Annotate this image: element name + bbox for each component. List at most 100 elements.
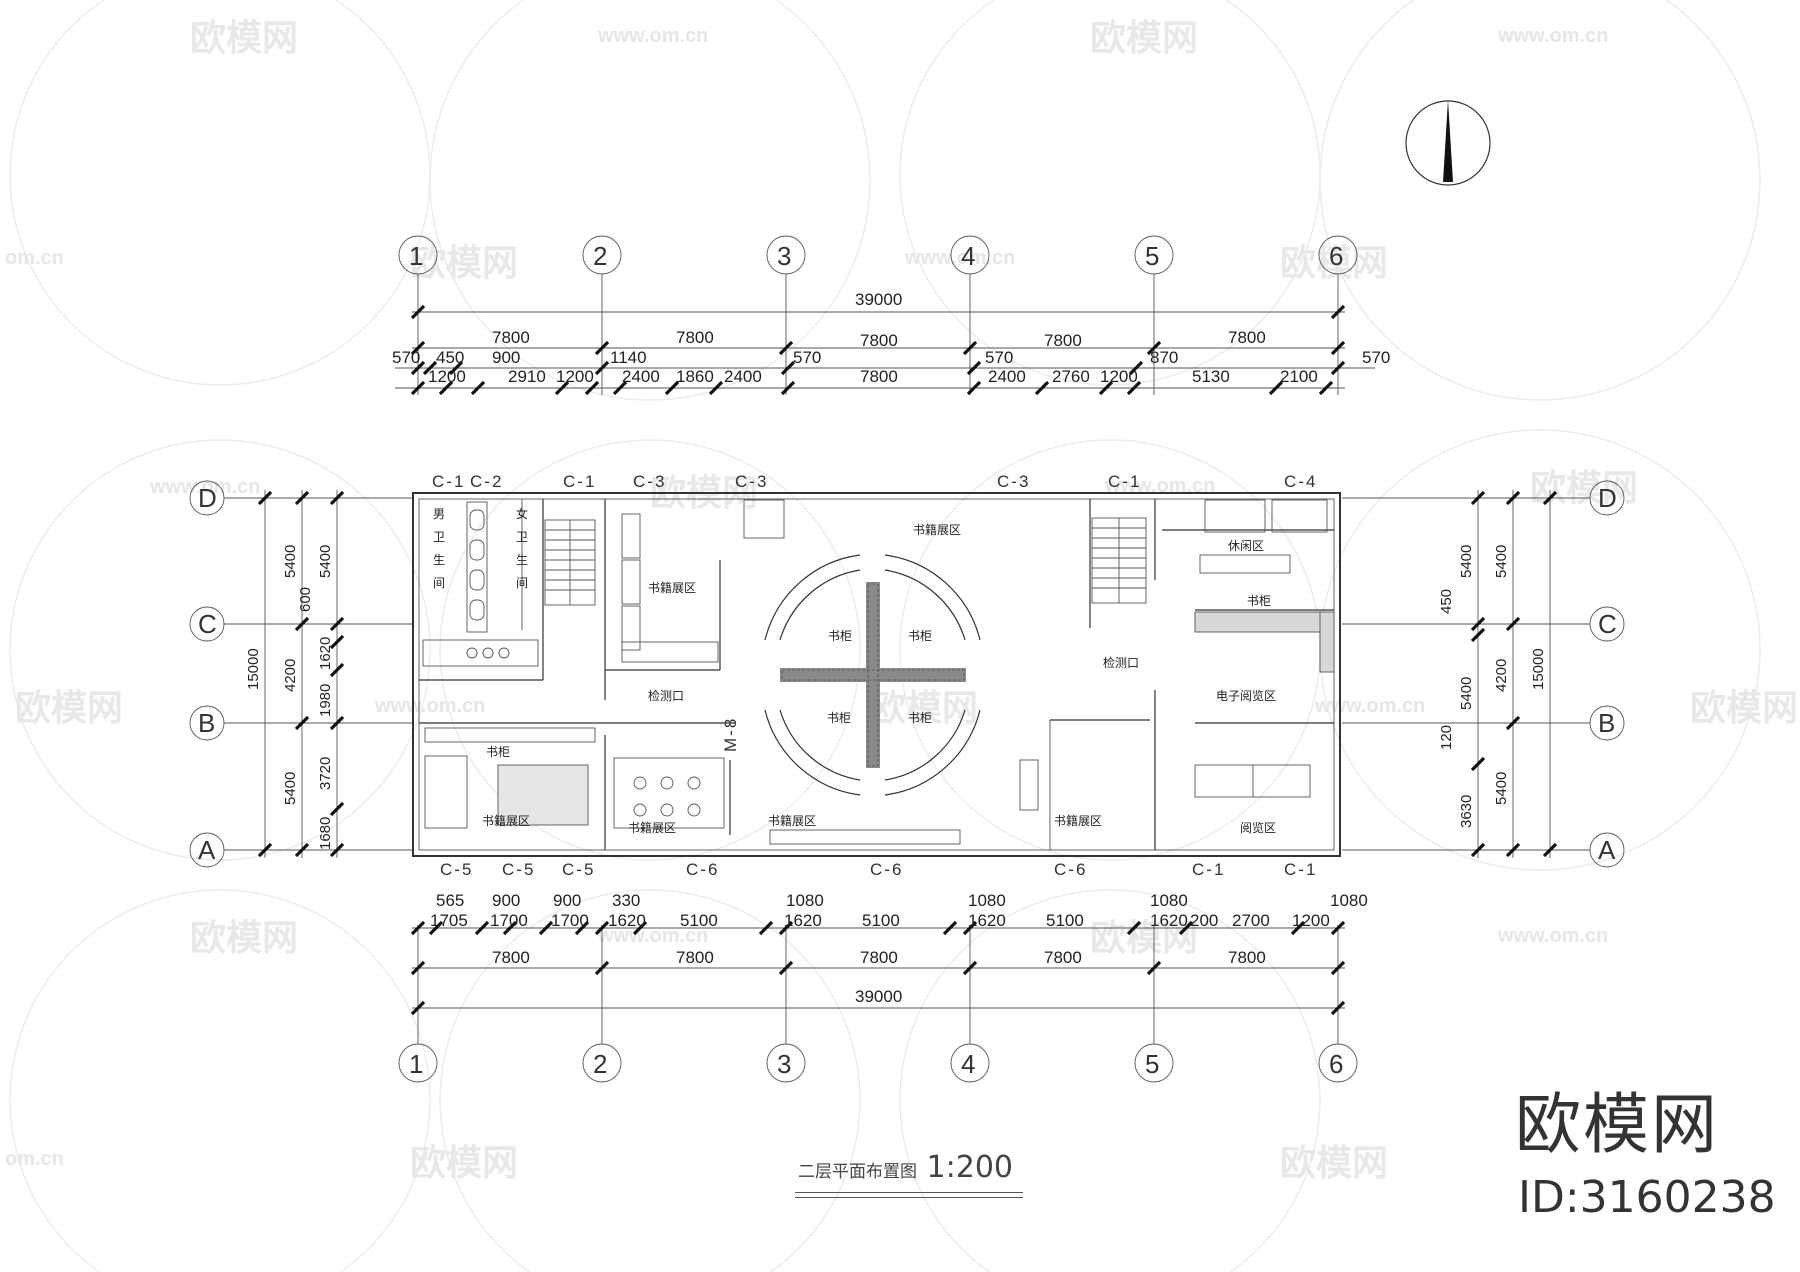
room-label-book-display: 书籍展区 xyxy=(628,820,676,835)
axis-label-4: 4 xyxy=(961,241,975,271)
watermark-brand: 欧模网 xyxy=(1090,18,1198,59)
dim-top-detail: 2910 xyxy=(508,367,546,386)
room-label-bookcase: 书柜 xyxy=(908,629,932,643)
dim-top-detail: 2400 xyxy=(724,367,762,386)
dim-top-bay: 7800 xyxy=(860,331,898,350)
dim-top-detail: 1200 xyxy=(428,367,466,386)
dim-bottom-detail: 1620 xyxy=(608,911,646,930)
axis-label-5: 5 xyxy=(1145,241,1159,271)
dim-left-detail: 600 xyxy=(297,587,314,612)
axis-label-6: 6 xyxy=(1329,1049,1343,1079)
window-tag: C-5 xyxy=(502,860,535,879)
watermark-brand: 欧模网 xyxy=(1090,918,1198,959)
axis-label-A: A xyxy=(1598,835,1616,865)
watermark-url: www.om.cn xyxy=(1497,25,1608,47)
dim-top-detail: 2400 xyxy=(988,367,1026,386)
watermark-url: www.om.cn xyxy=(904,247,1015,269)
watermark-url: www.om.cn xyxy=(149,476,260,498)
watermark-brand: 欧模网 xyxy=(1280,243,1388,284)
axis-label-1: 1 xyxy=(409,1049,423,1079)
axis-label-D: D xyxy=(1598,483,1617,513)
dim-bottom-detail: 1705 xyxy=(430,911,468,930)
room-label-bookcase: 书柜 xyxy=(1247,594,1271,608)
watermark-url: www.om.cn xyxy=(597,25,708,47)
title-underline xyxy=(795,1192,1023,1193)
dim-left-detail: 3720 xyxy=(317,757,334,790)
room-label-check-gate: 检测口 xyxy=(1103,655,1139,670)
window-tag: C-6 xyxy=(686,860,719,879)
watermark-url-fragment: om.cn xyxy=(5,247,64,269)
window-tag: C-1 xyxy=(432,472,465,491)
dim-bottom-detail: 900 xyxy=(553,891,581,910)
dim-bottom-detail: 1700 xyxy=(490,911,528,930)
room-label-womens-wc: 生 xyxy=(516,553,528,567)
title-underline xyxy=(795,1197,1023,1198)
axis-label-5: 5 xyxy=(1145,1049,1159,1079)
north-arrow-icon xyxy=(1405,100,1491,186)
room-label-mens-wc: 生 xyxy=(433,553,445,567)
axis-columns-top: 1 2 3 4 5 6 xyxy=(398,235,1358,275)
room-label-book-display: 书籍展区 xyxy=(482,813,530,828)
watermark-url: www.om.cn xyxy=(1104,475,1215,497)
drawing-title-scale: 1:200 xyxy=(926,1150,1014,1185)
dim-top-detail: 2400 xyxy=(622,367,660,386)
watermark-url-fragment: om.cn xyxy=(5,1148,64,1170)
dimensions-top: 39000 7800 7800 7800 7800 7800 570 450 9… xyxy=(392,290,1390,386)
axis-label-3: 3 xyxy=(777,241,791,271)
axis-label-B: B xyxy=(1598,708,1615,738)
axis-label-2: 2 xyxy=(593,1049,607,1079)
dim-right-detail: 120 xyxy=(1438,725,1455,750)
building-walls xyxy=(412,492,1341,857)
watermark-brand: 欧模网 xyxy=(15,688,123,729)
dim-left-span: 5400 xyxy=(282,545,299,578)
window-tag: C-6 xyxy=(1054,860,1087,879)
brand-id: ID:3160238 xyxy=(1518,1172,1776,1223)
room-label-lounge: 休闲区 xyxy=(1228,539,1264,553)
watermark-layer: 欧模网 欧模网 欧模网 欧模网 欧模网 欧模网 欧模网 欧模网 欧模网 欧模网 … xyxy=(5,0,1798,1272)
room-label-bookcase: 书柜 xyxy=(827,711,851,725)
dim-right-detail: 450 xyxy=(1438,589,1455,614)
dim-top-bay: 7800 xyxy=(1044,331,1082,350)
window-tag: C-1 xyxy=(563,472,596,491)
dim-bottom-detail: 565 xyxy=(436,891,464,910)
dim-bottom-detail: 1080 xyxy=(1330,891,1368,910)
room-label-book-display: 书籍展区 xyxy=(648,580,696,595)
axis-label-B: B xyxy=(198,708,215,738)
room-label-bookcase: 书柜 xyxy=(908,711,932,725)
dim-right-span: 5400 xyxy=(1493,545,1510,578)
dim-top-detail: 570 xyxy=(1362,348,1390,367)
dim-top-bay: 7800 xyxy=(676,328,714,347)
room-label-mens-wc: 间 xyxy=(433,576,445,590)
axis-label-2: 2 xyxy=(593,241,607,271)
dimension-lines xyxy=(257,304,1558,1016)
room-label-book-display: 书籍展区 xyxy=(1054,813,1102,828)
dim-bottom-detail: 1620 xyxy=(1150,911,1188,930)
window-tag: C-1 xyxy=(1284,860,1317,879)
dim-left-detail: 1620 xyxy=(317,637,334,670)
watermark-url: www.om.cn xyxy=(597,925,708,947)
dim-top-detail: 450 xyxy=(436,348,464,367)
room-label-womens-wc: 间 xyxy=(516,576,528,590)
room-label-mens-wc: 卫 xyxy=(433,530,445,544)
dim-top-detail: 5130 xyxy=(1192,367,1230,386)
dim-right-span: 5400 xyxy=(1493,772,1510,805)
dim-bottom-detail: 5100 xyxy=(680,911,718,930)
room-label-e-reading: 电子阅览区 xyxy=(1216,688,1276,703)
dimensions-bottom: 565 900 900 330 1080 1080 1080 1080 1705… xyxy=(430,891,1368,1006)
dim-bottom-detail: 2700 xyxy=(1232,911,1270,930)
dim-bottom-detail: 1700 xyxy=(551,911,589,930)
watermark-brand: 欧模网 xyxy=(190,918,298,959)
axis-label-6: 6 xyxy=(1329,241,1343,271)
room-label-reading: 阅览区 xyxy=(1240,820,1276,835)
watermark-url: www.om.cn xyxy=(1497,925,1608,947)
room-label-bookcase: 书柜 xyxy=(486,745,510,759)
dim-top-total: 39000 xyxy=(855,290,902,309)
window-tag: C-1 xyxy=(1192,860,1225,879)
axis-rows-right: D C B A xyxy=(1589,480,1625,868)
dim-right-span: 4200 xyxy=(1493,659,1510,692)
window-tag: C-2 xyxy=(470,472,503,491)
dimensions-right: 5400 450 5400 120 3630 5400 4200 5400 15… xyxy=(1438,545,1547,828)
dim-top-detail: 1860 xyxy=(676,367,714,386)
dim-bottom-detail: 1080 xyxy=(786,891,824,910)
